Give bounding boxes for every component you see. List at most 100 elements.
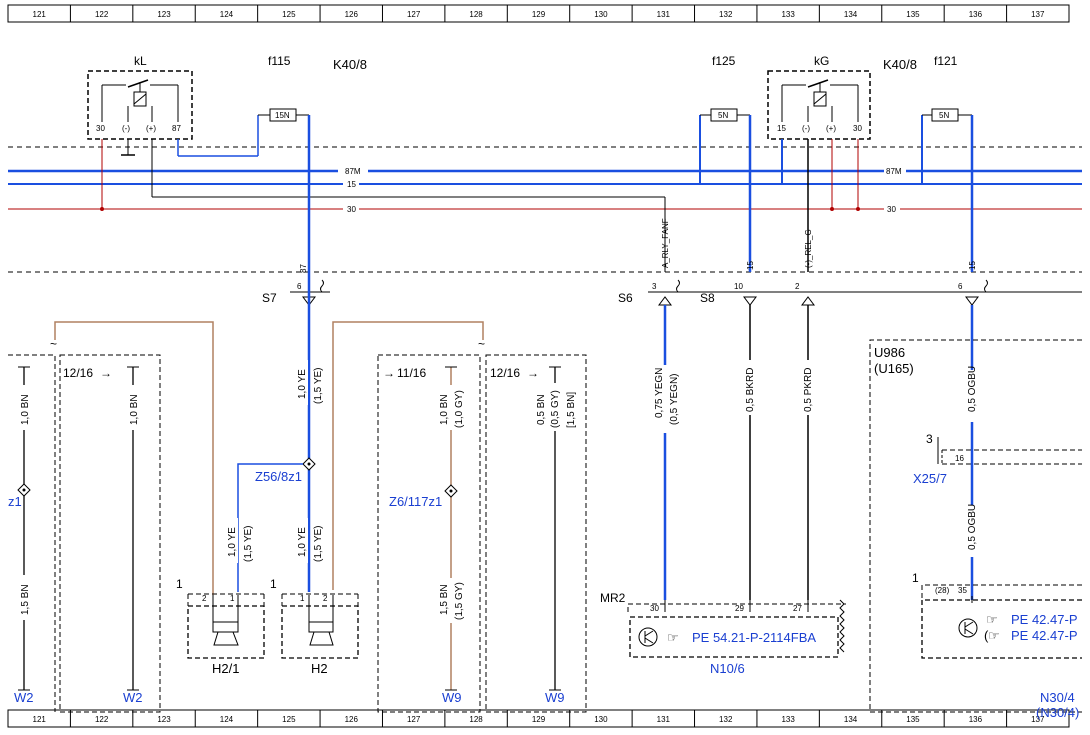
svg-text:~: ~ (50, 337, 57, 351)
x25-pin-3: 3 (926, 432, 933, 446)
wire-label-15bn-bracket: [1,5 BN] (566, 392, 577, 428)
pointing-hand-icon-b: ☞ (988, 628, 1000, 643)
grid-column-134: 134 (844, 10, 858, 19)
relay-kg-pin-15: 15 (777, 124, 786, 133)
grid-column-121: 121 (33, 10, 47, 19)
h21-pin-2: 2 (202, 594, 207, 603)
grid-column-123: 123 (157, 10, 171, 19)
grid-column-135: 135 (906, 715, 920, 724)
relay-kg-pin-minus: (-) (802, 124, 810, 133)
mr2-pin-30: 30 (650, 604, 659, 613)
box-w9-left (377, 354, 481, 713)
box-w9-right (485, 354, 587, 713)
h21-pin-1: 1 (230, 594, 235, 603)
wire-label-15ye-c: (1,5 YE) (313, 526, 324, 563)
s6-pin: 3 (652, 282, 657, 291)
s8-connector-b (801, 296, 815, 306)
box-w2-left (8, 354, 56, 712)
s8-label: S8 (700, 291, 715, 305)
fuse-f125-rating: 5N (718, 111, 728, 120)
bus-87m-label-right: 87M (886, 167, 902, 176)
grid-column-128: 128 (469, 10, 483, 19)
wire-label-05ogbu-b: 0,5 OGBU (967, 504, 978, 550)
s8-pin-b-top: (-)_REL_G (804, 229, 813, 268)
wire-label-15ye-a: (1,5 YE) (313, 368, 324, 405)
h21-label: H2/1 (212, 661, 239, 676)
wire-label-05bkrd: 0,5 BKRD (745, 368, 756, 412)
box-u986 (869, 339, 1082, 713)
wire-label-05pkrd: 0,5 PKRD (803, 368, 814, 412)
wire-label-15bn-gy: 1,5 BN (439, 584, 450, 615)
module-n30-4 (921, 599, 1082, 659)
bus-15-label: 15 (347, 180, 356, 189)
svg-text:→: → (383, 366, 395, 380)
grid-column-130: 130 (594, 715, 608, 724)
wire-label-05ogbu-a: 0,5 OGBU (967, 366, 978, 412)
pointing-hand-icon: ☞ (667, 630, 679, 645)
grid-column-132: 132 (719, 10, 733, 19)
grid-column-135: 135 (906, 10, 920, 19)
s8-pin-c: 6 (958, 282, 963, 291)
h2-num: 1 (270, 577, 277, 591)
wire-label-10ye-a: 1,0 YE (297, 369, 308, 399)
wire-label-10gy: (1,0 GY) (454, 390, 465, 428)
wire-label-05yegn: (0,5 YEGN) (669, 374, 680, 426)
grid-column-132: 132 (719, 715, 733, 724)
grid-column-122: 122 (95, 10, 109, 19)
grid-column-128: 128 (469, 715, 483, 724)
n30-4-pin-35: 35 (958, 586, 967, 595)
w9-label-b: W9 (545, 690, 565, 705)
mr2-pin-27: 27 (793, 604, 802, 613)
fuse-f115-rating: 15N (275, 111, 290, 120)
grid-column-124: 124 (220, 715, 234, 724)
x25-label: X25/7 (913, 471, 947, 486)
u165-label: (U165) (874, 361, 914, 376)
grid-column-137: 137 (1031, 10, 1045, 19)
module-n10-6 (629, 616, 839, 658)
w2-label-a: W2 (14, 690, 34, 705)
bus-30-label-left: 30 (347, 205, 356, 214)
bus-87m-label-left: 87M (345, 167, 361, 176)
grid-column-129: 129 (532, 10, 546, 19)
relay-kl-pin-plus: (+) (146, 124, 156, 133)
wire-label-10bn: 1,0 BN (20, 394, 31, 425)
pe-n10-6-link[interactable]: PE 54.21-P-2114FBA (692, 630, 816, 645)
grid-column-127: 127 (407, 10, 421, 19)
w9-label-a: W9 (442, 690, 462, 705)
wire-label-10bn-b: 1,0 BN (129, 394, 140, 425)
wire-label-15bn: 1,5 BN (20, 584, 31, 615)
pe-n30-4-link-a[interactable]: PE 42.47-P (1011, 612, 1078, 627)
grid-column-136: 136 (969, 715, 983, 724)
grid-column-121: 121 (33, 715, 47, 724)
grid-column-126: 126 (345, 10, 359, 19)
pe-n30-4-link-b[interactable]: PE 42.47-P (1011, 628, 1078, 643)
h2-pin-2: 2 (323, 594, 328, 603)
h2-pin-1: 1 (300, 594, 305, 603)
grid-column-133: 133 (781, 715, 795, 724)
grid-column-130: 130 (594, 10, 608, 19)
mr2-pin-29: 29 (735, 604, 744, 613)
wire-label-10bn-gy: 1,0 BN (439, 394, 450, 425)
grid-column-131: 131 (657, 10, 671, 19)
fuse-f121-label: f121 (934, 54, 958, 68)
s6-pin-top: A_RLY_FANF (661, 218, 670, 268)
grid-column-126: 126 (345, 715, 359, 724)
grid-column-125: 125 (282, 10, 296, 19)
relay-kl-pin-87: 87 (172, 124, 181, 133)
grid-column-127: 127 (407, 715, 421, 724)
relay-kg-label: kG (814, 54, 829, 68)
s8-pin-c-top: 15 (968, 261, 977, 270)
k40-8-label-right: K40/8 (883, 57, 917, 72)
relay-kg-pin-plus: (+) (826, 124, 836, 133)
relay-kl: kL 30 (-) (+) 87 (87, 54, 193, 140)
s8-connector-a (743, 296, 757, 306)
wire-label-075yegn: 0,75 YEGN (654, 368, 665, 418)
relay-kl-pin-30: 30 (96, 124, 105, 133)
wire-label-05gy: (0,5 GY) (550, 390, 561, 428)
grid-column-122: 122 (95, 715, 109, 724)
wire-label-10ye-b: 1,0 YE (227, 527, 238, 557)
relay-kg-pin-30: 30 (853, 124, 862, 133)
